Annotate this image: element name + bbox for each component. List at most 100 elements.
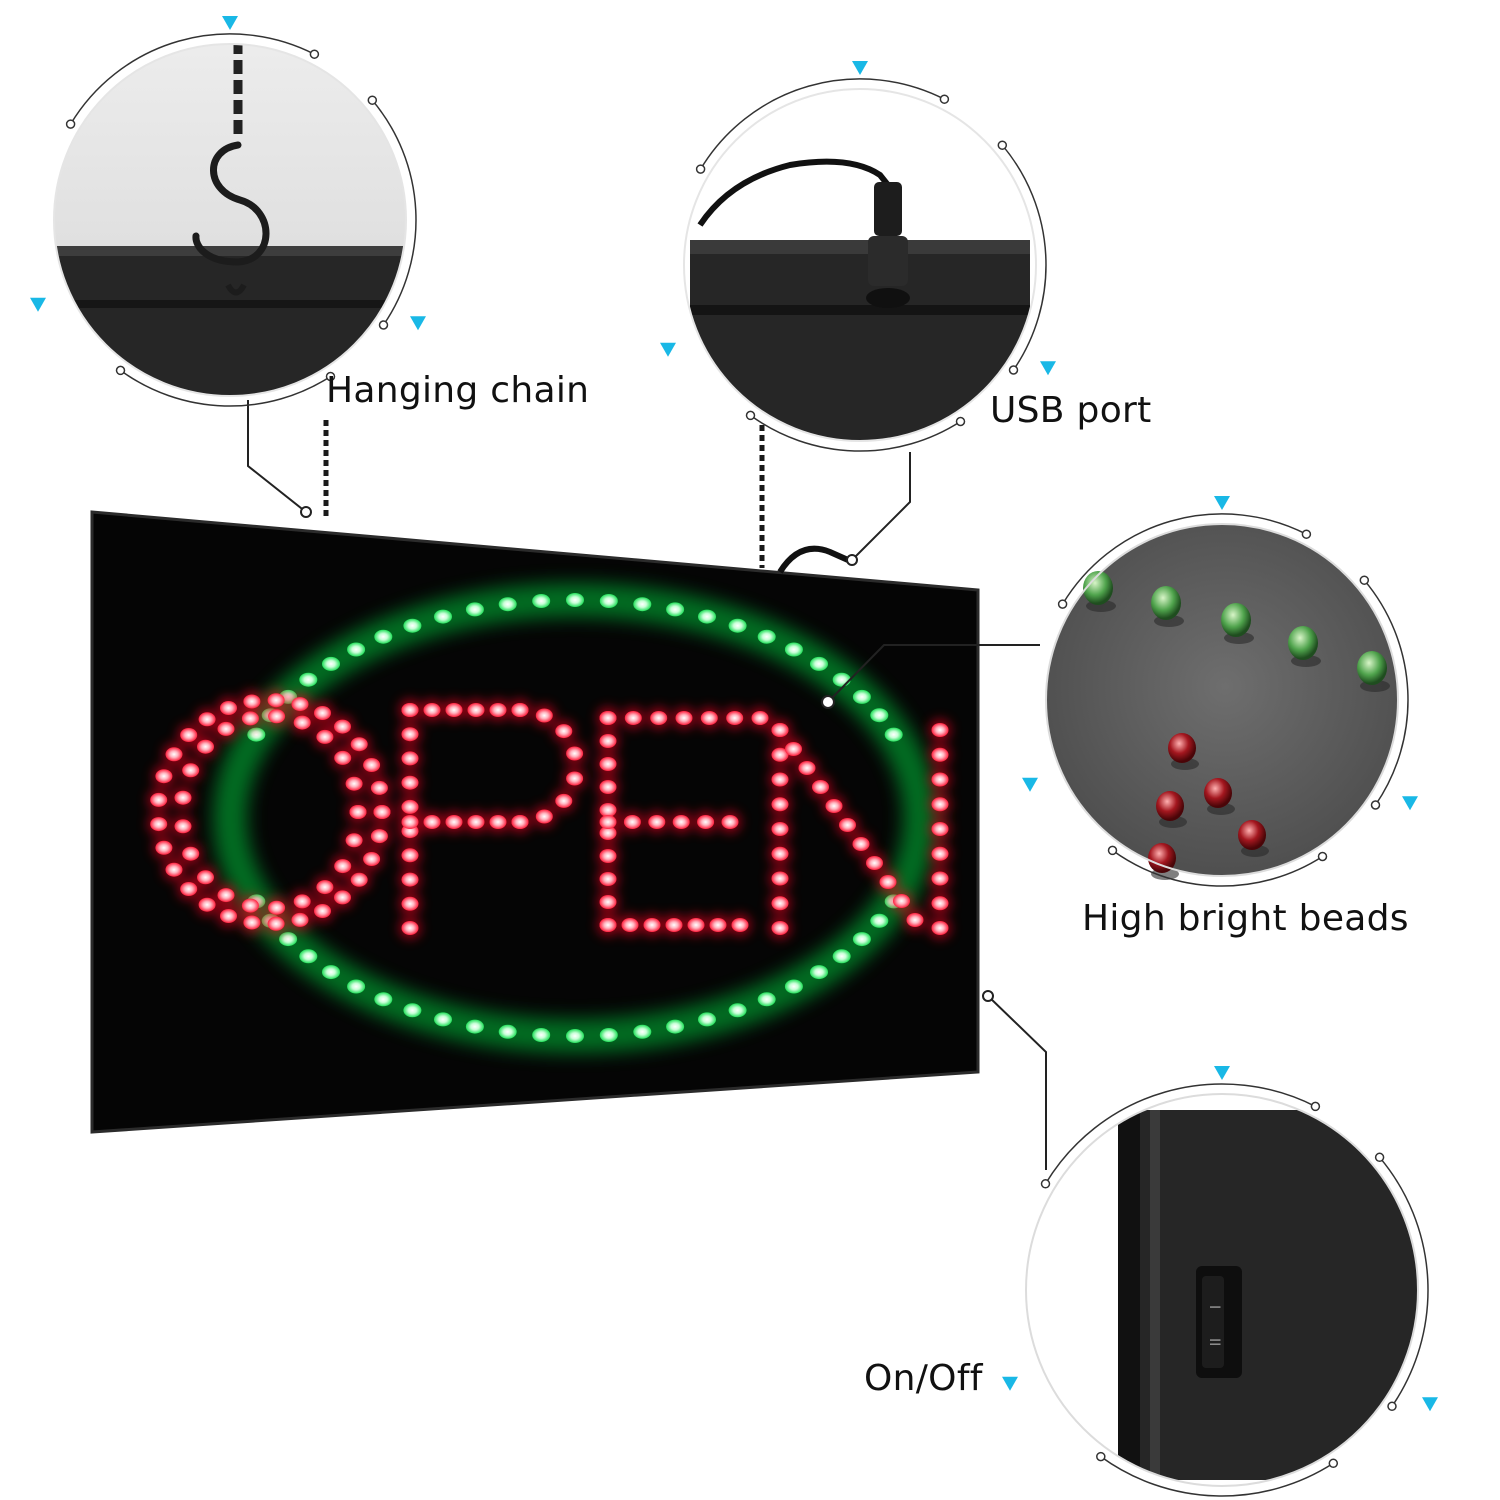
letter-led (197, 870, 214, 885)
ring-led (532, 594, 551, 608)
ring-led (434, 609, 452, 624)
letter-led (401, 896, 419, 911)
letter-led (893, 894, 910, 908)
led-ring (213, 583, 937, 1053)
sign-cable (777, 545, 850, 574)
detail-switch: I II (1025, 1093, 1419, 1487)
letter-led (291, 697, 309, 712)
letter-led (672, 815, 690, 829)
letter-led (345, 833, 363, 848)
ring-led (403, 618, 422, 633)
detail-beads (1045, 523, 1399, 880)
letter-led (165, 862, 183, 877)
letter-led (316, 880, 334, 895)
letter-led (771, 822, 789, 836)
ring-led (299, 672, 318, 687)
letter-led (350, 872, 368, 887)
ring-led (633, 1024, 652, 1039)
led-sign (90, 420, 980, 1134)
letter-led (785, 742, 802, 756)
ring-led (599, 1028, 618, 1042)
letter-led (812, 780, 829, 794)
letter-led (370, 829, 388, 844)
label-on-off: On/Off (864, 1358, 983, 1399)
letter-led (243, 694, 261, 709)
letter-led (511, 815, 529, 829)
ring-led (728, 618, 747, 633)
letter-led (293, 715, 311, 730)
letter-led (350, 737, 368, 752)
letter-led (771, 747, 789, 762)
label-high-bright-beads: High bright beads (1082, 898, 1409, 939)
ring-led (852, 689, 871, 704)
letter-led (599, 711, 617, 725)
letter-led (771, 797, 789, 812)
ring-led (465, 1019, 484, 1034)
letter-led (675, 711, 693, 725)
green-bead (1083, 571, 1113, 605)
red-bead (1148, 843, 1176, 873)
letter-led (243, 915, 261, 930)
red-bead (1168, 733, 1196, 763)
ring-led (566, 1029, 584, 1043)
ring-led (832, 949, 851, 964)
letter-led (599, 734, 617, 748)
letter-led (555, 793, 573, 808)
letter-led (316, 729, 334, 744)
ring-led (810, 965, 828, 980)
letter-led (489, 703, 507, 717)
letter-led (165, 747, 183, 762)
letter-led (665, 918, 683, 932)
letter-led (931, 921, 949, 935)
ring-led (784, 979, 803, 994)
letter-led (217, 888, 235, 903)
letter-led (467, 815, 485, 829)
letter-led (931, 896, 949, 911)
letter-led (643, 918, 661, 932)
letter-led (150, 817, 168, 832)
letter-led (731, 918, 749, 932)
green-bead (1221, 603, 1251, 637)
letter-led (155, 769, 173, 784)
letter-led (267, 916, 285, 931)
letter-led (401, 872, 419, 887)
svg-text:I: I (1206, 1305, 1222, 1309)
ring-led (498, 1024, 517, 1039)
letter-led (267, 693, 285, 708)
letter-led (220, 701, 237, 715)
ring-led (374, 992, 393, 1007)
letter-led (931, 772, 949, 787)
letter-led (401, 775, 419, 790)
ring-led (698, 609, 716, 624)
red-bead (1238, 820, 1266, 850)
letter-led (621, 918, 639, 932)
letter-led (771, 871, 789, 886)
ring-led (532, 1028, 551, 1042)
letter-led (401, 727, 419, 742)
ring-led (698, 1012, 716, 1027)
letter-led (198, 897, 216, 912)
letter-led (906, 913, 924, 927)
red-bead (1156, 791, 1184, 821)
led-bead-closeups (1083, 571, 1390, 880)
ring-led (832, 672, 851, 687)
letter-led (771, 772, 789, 787)
ring-led (666, 1019, 685, 1034)
letter-led (291, 912, 309, 927)
letter-led (489, 815, 507, 829)
letter-led (174, 790, 192, 805)
letter-led (599, 803, 617, 817)
led-letters (148, 690, 950, 938)
letter-led (721, 815, 739, 829)
ring-led (322, 656, 340, 671)
letter-led (401, 703, 419, 717)
letter-led (866, 856, 883, 870)
ring-led (666, 602, 685, 617)
letter-led (334, 890, 351, 905)
letter-led (511, 703, 529, 717)
letter-led (650, 711, 668, 725)
line-usb (851, 452, 911, 561)
letter-led (373, 805, 391, 819)
letter-led (268, 900, 286, 915)
